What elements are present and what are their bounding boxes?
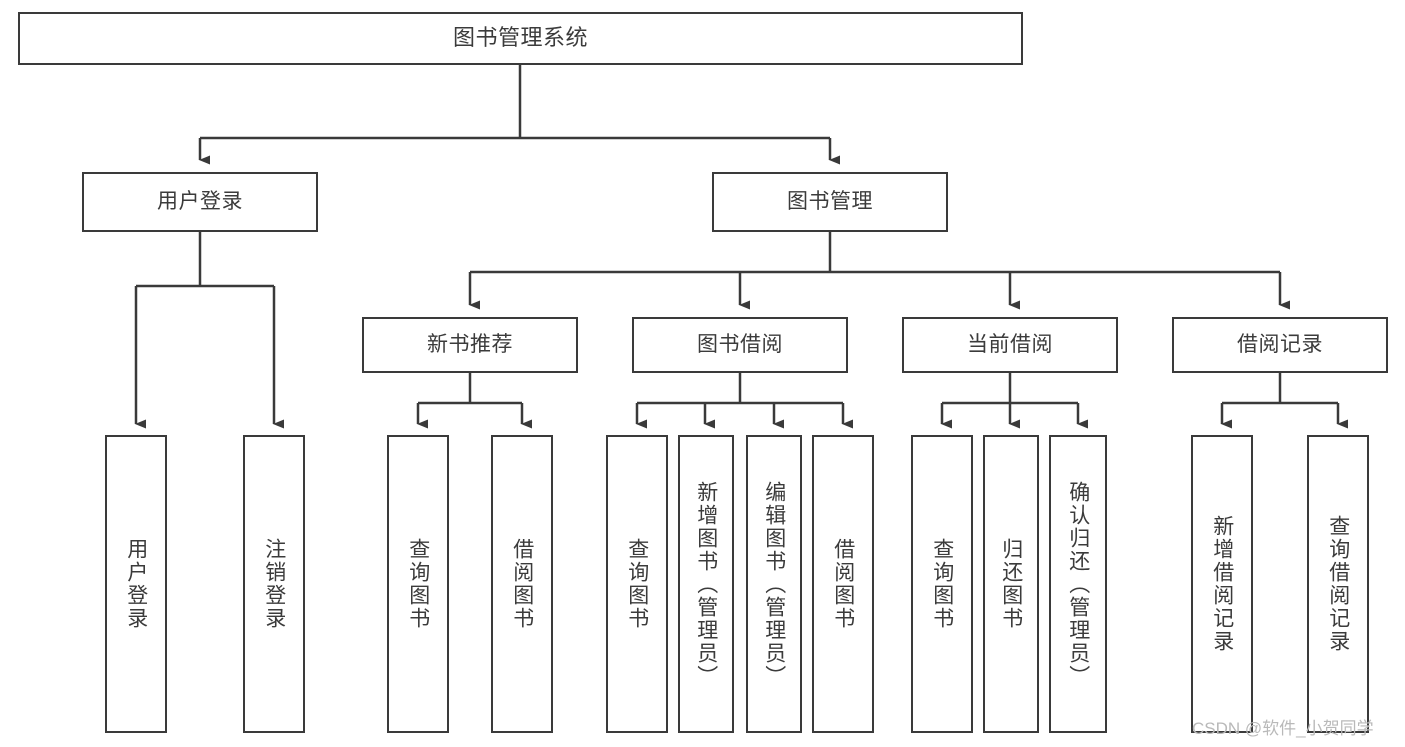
node-root-system[interactable]: 图书管理系统 — [18, 12, 1023, 65]
node-label: 查询图书 — [930, 538, 954, 630]
node-label: 借阅记录 — [1237, 333, 1323, 357]
node-label: 确认归还（管理员） — [1066, 480, 1090, 688]
node-label: 查询图书 — [406, 538, 430, 630]
leaf-record-query-record[interactable]: 查询借阅记录 — [1307, 435, 1369, 733]
node-user-login[interactable]: 用户登录 — [82, 172, 318, 232]
node-label: 归还图书 — [999, 538, 1023, 630]
node-label: 新增借阅记录 — [1210, 515, 1234, 653]
node-label: 查询借阅记录 — [1326, 515, 1350, 653]
node-label: 查询图书 — [625, 538, 649, 630]
node-label: 图书管理系统 — [452, 25, 588, 51]
node-label: 图书管理 — [787, 190, 873, 214]
leaf-current-query-book[interactable]: 查询图书 — [911, 435, 973, 733]
leaf-user-logout[interactable]: 注销登录 — [243, 435, 305, 733]
node-label: 借阅图书 — [831, 538, 855, 630]
node-label: 编辑图书（管理员） — [762, 480, 786, 688]
node-label: 借阅图书 — [510, 538, 534, 630]
leaf-current-confirm-return-admin[interactable]: 确认归还（管理员） — [1049, 435, 1107, 733]
leaf-recommend-borrow-book[interactable]: 借阅图书 — [491, 435, 553, 733]
leaf-borrow-add-book-admin[interactable]: 新增图书（管理员） — [678, 435, 734, 733]
leaf-record-add-record[interactable]: 新增借阅记录 — [1191, 435, 1253, 733]
leaf-borrow-borrow-book[interactable]: 借阅图书 — [812, 435, 874, 733]
node-current-borrow[interactable]: 当前借阅 — [902, 317, 1118, 373]
node-book-borrow[interactable]: 图书借阅 — [632, 317, 848, 373]
node-label: 图书借阅 — [697, 333, 783, 357]
leaf-current-return-book[interactable]: 归还图书 — [983, 435, 1039, 733]
node-new-book-recommend[interactable]: 新书推荐 — [362, 317, 578, 373]
node-label: 新书推荐 — [427, 333, 513, 357]
leaf-user-login[interactable]: 用户登录 — [105, 435, 167, 733]
csdn-watermark: CSDN @软件_小贺同学 — [1192, 719, 1374, 738]
node-label: 用户登录 — [157, 190, 243, 214]
leaf-recommend-query-book[interactable]: 查询图书 — [387, 435, 449, 733]
node-book-management[interactable]: 图书管理 — [712, 172, 948, 232]
node-label: 用户登录 — [124, 538, 148, 630]
leaf-borrow-query-book[interactable]: 查询图书 — [606, 435, 668, 733]
leaf-borrow-edit-book-admin[interactable]: 编辑图书（管理员） — [746, 435, 802, 733]
node-borrow-record[interactable]: 借阅记录 — [1172, 317, 1388, 373]
node-label: 新增图书（管理员） — [694, 480, 718, 688]
node-label: 当前借阅 — [967, 333, 1053, 357]
node-label: 注销登录 — [262, 538, 286, 630]
